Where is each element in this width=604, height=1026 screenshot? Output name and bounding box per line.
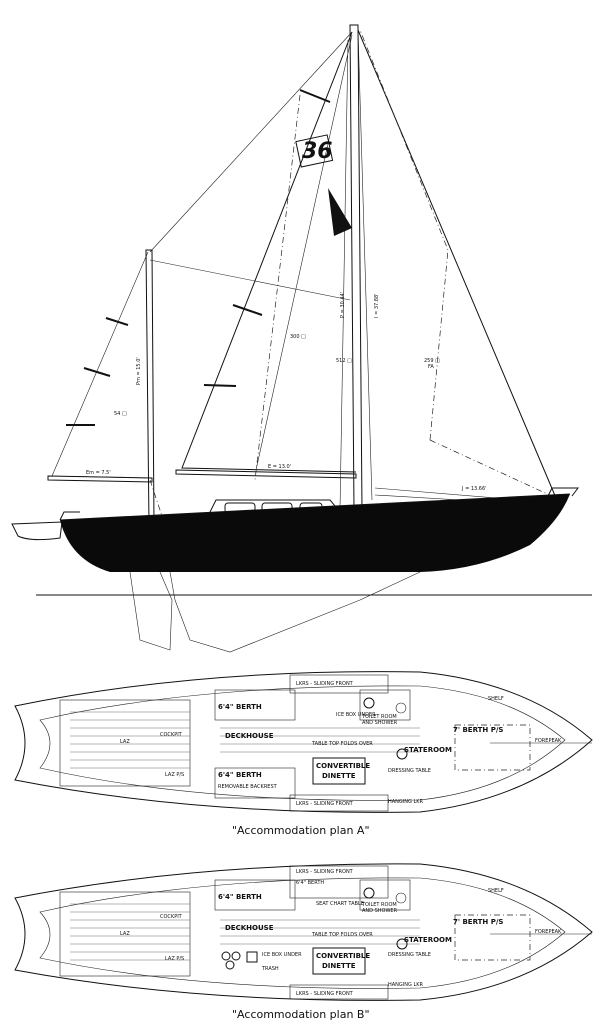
label-i: I = 37.88' [374, 293, 380, 318]
label-shelf: SHELF [488, 696, 504, 702]
label-cockpit: COCKPIT [160, 732, 183, 738]
cockpit [59, 891, 191, 977]
label-main-boom: E = 13.0' [268, 464, 291, 470]
hull-outline [14, 863, 593, 1001]
label-chart-table: CHART TABLE [330, 901, 364, 907]
mizzen-boom [47, 475, 153, 483]
label-deckhouse: DECKHOUSE [225, 732, 274, 740]
label-dressing: DRESSING TABLE [388, 768, 431, 774]
label-mizzen-p: Pm = 15.0' [136, 357, 142, 385]
hull [60, 494, 570, 572]
label-p: P = 30.44' [340, 292, 346, 318]
label-berth-upper: 6'4" BERTH [218, 703, 262, 711]
sail-plan-profile: 36 P = 30.44' I = 37.88' 512 □ 259 □ FA … [11, 24, 592, 653]
rudder [129, 571, 173, 651]
label-laz-ps: LAZ P/S [165, 956, 184, 962]
dinette-table [312, 757, 366, 785]
label-v-berth: 7' BERTH P/S [453, 726, 503, 734]
label-lockers-top: LKRS - SLIDING FRONT [296, 869, 354, 875]
main-boom [175, 469, 357, 479]
label-toilet-2: AND SHOWER [362, 720, 398, 726]
label-main-area: 512 □ [336, 358, 352, 364]
sail-emblem [328, 188, 352, 236]
label-deckhouse: DECKHOUSE [225, 924, 274, 932]
keel [169, 571, 421, 653]
label-dinette-1: CONVERTIBLE [316, 762, 370, 770]
genoa [357, 29, 557, 499]
label-forepeak: FOREPEAK [535, 738, 562, 744]
label-hanging: HANGING LKR [388, 799, 424, 805]
label-icebox: ICE BOX UNDER [262, 952, 302, 958]
label-toilet-1: TOILET ROOM [361, 902, 397, 908]
sail-number: 36 [302, 139, 333, 164]
mizzen-mast [145, 249, 155, 526]
label-table-fold: TABLE TOP FOLDS OVER [311, 741, 373, 747]
dinghy [11, 521, 63, 541]
label-toilet-1: TOILET ROOM [361, 714, 397, 720]
label-lockers-top: LKRS - SLIDING FRONT [296, 681, 354, 687]
bow-pulpit [547, 487, 579, 497]
label-dinette-2: DINETTE [322, 962, 356, 970]
label-dinette-1: CONVERTIBLE [316, 952, 370, 960]
label-berth-lower: 6'4" BERTH [218, 771, 262, 779]
label-j: J = 13.66' [461, 486, 487, 492]
label-dressing: DRESSING TABLE [388, 952, 431, 958]
battens [66, 89, 331, 426]
accommodation-plan-a: 6'4" BERTH 6'4" BERTH COCKPIT DECKHOUSE … [14, 671, 593, 837]
label-forepeak: FOREPEAK [535, 929, 562, 935]
label-backrest: REMOVABLE BACKREST [218, 784, 278, 790]
label-lockers-bottom: LKRS - SLIDING FRONT [296, 991, 354, 997]
label-lockers-bottom: LKRS - SLIDING FRONT [296, 801, 354, 807]
label-mizzen-boom: Em = 7.5' [86, 470, 111, 476]
caption-plan-a: "Accommodation plan A" [232, 824, 370, 837]
label-hanging: HANGING LKR [388, 982, 424, 988]
caption-plan-b: "Accommodation plan B" [232, 1008, 370, 1021]
mainsail [181, 31, 357, 473]
label-dinette-2: DINETTE [322, 772, 356, 780]
label-trash: TRASH [261, 966, 279, 972]
label-genoa-tag: FA [428, 364, 434, 370]
label-berth-upper: 6'4" BERTH [218, 893, 262, 901]
dinette-table [312, 947, 366, 975]
label-laz-ps: LAZ P/S [165, 772, 184, 778]
label-berth-mid: 6'4" BERTH [296, 880, 324, 886]
label-v-berth: 7' BERTH P/S [453, 918, 503, 926]
cockpit [59, 699, 191, 787]
label-shelf: SHELF [488, 888, 504, 894]
label-stateroom: STATEROOM [404, 936, 452, 944]
label-laz: LAZ [120, 931, 130, 937]
label-laz: LAZ [120, 739, 130, 745]
label-cockpit: COCKPIT [160, 914, 183, 920]
label-mainsail-area: 300 □ [290, 334, 306, 340]
label-stateroom: STATEROOM [404, 746, 452, 754]
label-table-fold: TABLE TOP FOLDS OVER [311, 932, 373, 938]
label-genoa-area: 259 □ [424, 358, 440, 364]
hull-outline [14, 671, 593, 813]
label-seat: SEAT [316, 901, 329, 907]
accommodation-plan-b: 6'4" BERTH 6'4" BERTH COCKPIT DECKHOUSE … [14, 863, 593, 1021]
label-toilet-2: AND SHOWER [362, 908, 398, 914]
label-mizzen-area: 54 □ [114, 411, 127, 417]
label-icebox: ICE BOX UNDER [336, 712, 376, 718]
stern-pulpit [59, 511, 80, 521]
